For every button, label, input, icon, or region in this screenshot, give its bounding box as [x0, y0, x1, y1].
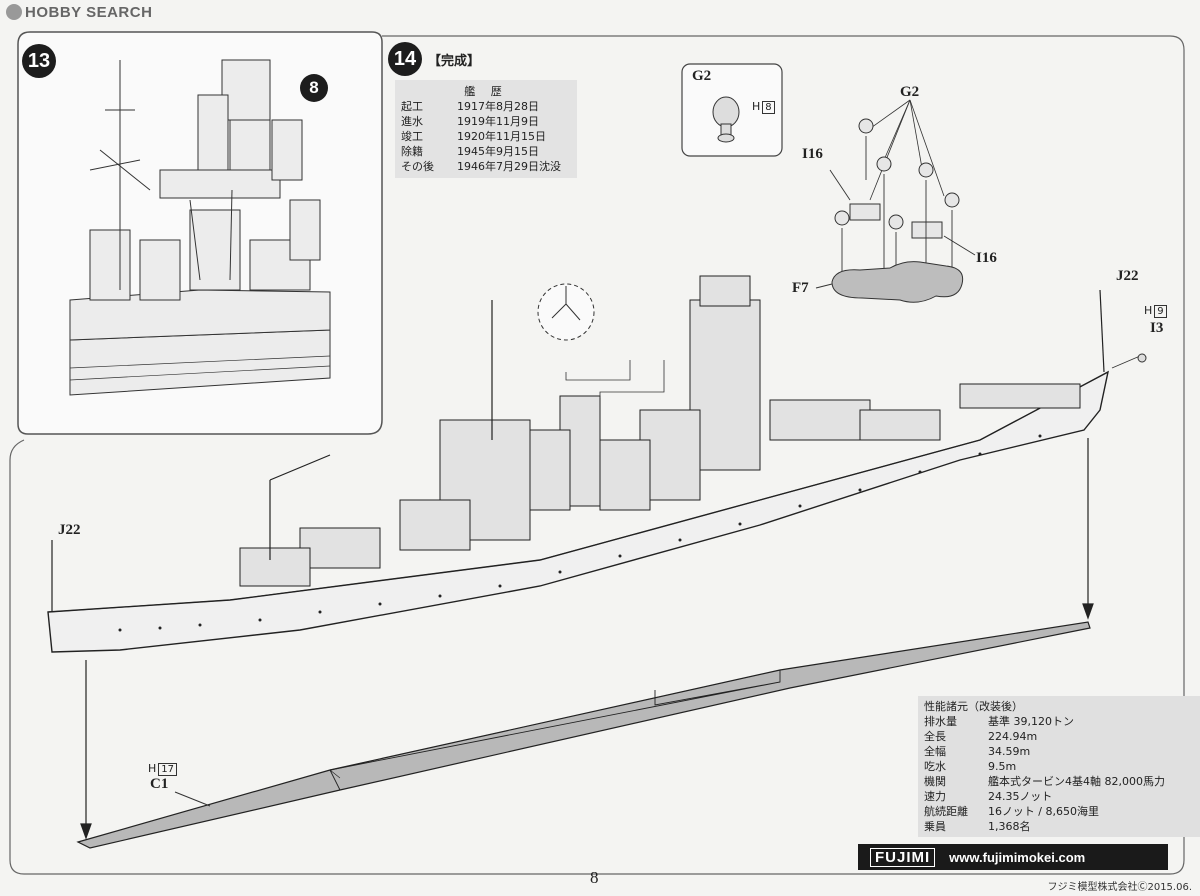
g2-box-label: G2: [692, 68, 712, 84]
footer-bar: FUJIMI www.fujimimokei.com: [858, 844, 1168, 870]
antenna-parts: [834, 118, 960, 239]
step13-superstructure: [69, 59, 331, 396]
f7-base: [831, 261, 964, 303]
j22-bow-label: J22: [1116, 268, 1139, 284]
fujimi-logo: FUJIMI: [870, 847, 936, 867]
i16-label-b: I16: [976, 250, 997, 266]
copyright: フジミ模型株式会社Ⓒ2015.06.: [1047, 882, 1192, 893]
specs-row: 機関艦本式タービン4基4軸 82,000馬力: [924, 775, 1165, 788]
page-number: 8: [590, 868, 599, 887]
i3-part: [1137, 353, 1147, 363]
header-brand: HOBBY SEARCH: [25, 4, 153, 21]
portholes: [118, 434, 1042, 632]
page-frame: [9, 35, 1185, 875]
c1-label: C1: [150, 776, 169, 792]
ship-superstructure: [239, 275, 1081, 587]
hobby-search-logo-icon: [6, 4, 22, 20]
masts: [51, 289, 1105, 612]
specs-row: 排水量基準 39,120トン: [924, 715, 1074, 728]
detail-circle: [537, 283, 595, 341]
website-link[interactable]: www.fujimimokei.com: [949, 849, 1086, 865]
ship-deck-line: [47, 371, 1109, 613]
f7-label: F7: [792, 280, 809, 296]
g2-part-drawing: [712, 96, 740, 143]
g2-label: G2: [900, 84, 920, 100]
i16-label-a: I16: [802, 146, 823, 162]
history-title: 艦 歴: [464, 85, 508, 98]
i3-label: I3: [1150, 320, 1164, 336]
sub-step-badge: 8: [300, 74, 328, 102]
step14-title: 【完成】: [428, 53, 481, 68]
step14-badge: 14: [388, 42, 422, 76]
hobby-search-header: HOBBY SEARCH: [6, 4, 152, 21]
specs-title: 性能諸元（改装後）: [924, 700, 1023, 713]
g2-leader-lines: [867, 99, 945, 201]
step13-badge: 13: [22, 44, 56, 78]
j22-stern-label: J22: [58, 522, 81, 538]
drop-arrows: [80, 438, 1094, 840]
